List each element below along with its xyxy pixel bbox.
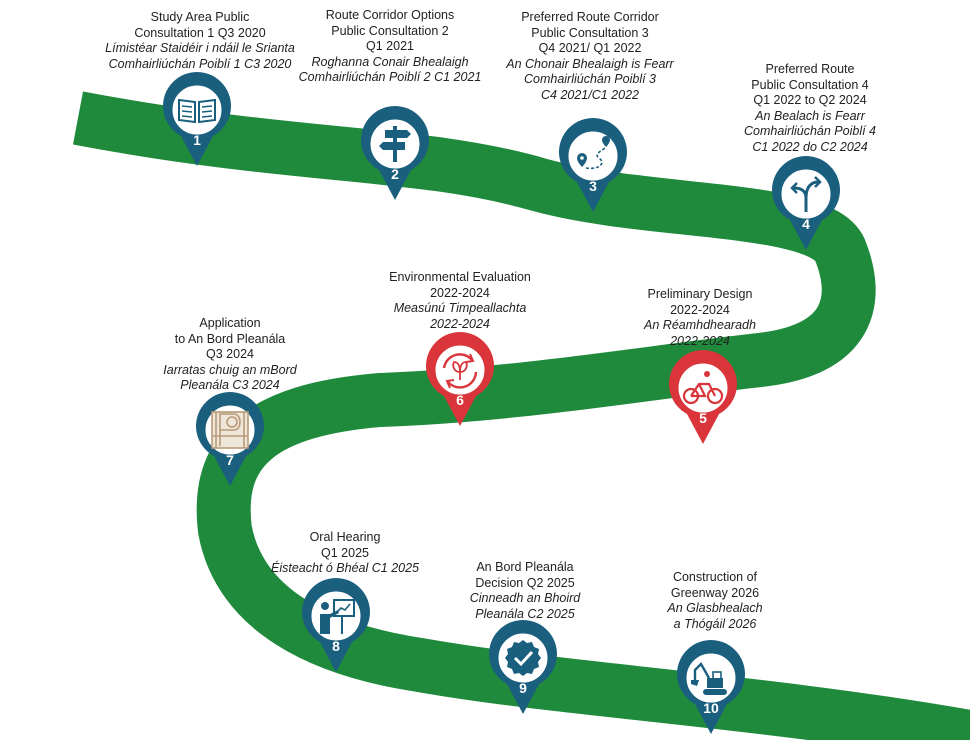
milestone-pin-6: 6	[420, 332, 500, 428]
milestone-pin-5: 5	[663, 350, 743, 446]
milestone-label-6: Environmental Evaluation 2022-2024 Measú…	[375, 270, 545, 332]
milestone-number: 6	[456, 392, 464, 408]
milestone-number: 10	[703, 700, 719, 716]
milestone-title-irish: An Bealach is Fearr Comhairliúchán Poibl…	[743, 108, 876, 154]
milestone-title: Construction of Greenway 2026	[670, 570, 760, 600]
bord-pleanala-logo-icon	[211, 411, 249, 449]
milestone-title-irish: Límistéar Staidéir i ndáil le Srianta Co…	[105, 41, 295, 71]
milestone-title: Study Area Public Consultation 1 Q3 2020	[134, 10, 266, 40]
milestone-number: 9	[519, 680, 527, 696]
milestone-title: Preliminary Design 2022-2024	[647, 287, 753, 317]
open-book-icon	[178, 98, 216, 124]
milestone-pin-3: 3	[553, 118, 633, 214]
milestone-label-2: Route Corridor Options Public Consultati…	[290, 8, 490, 86]
milestone-title: Preferred Route Public Consultation 4 Q1…	[751, 62, 869, 107]
milestone-pin-8: 8	[296, 578, 376, 674]
milestone-label-1: Study Area Public Consultation 1 Q3 2020…	[95, 10, 305, 72]
milestone-title: Preferred Route Corridor Public Consulta…	[521, 10, 659, 55]
milestone-label-8: Oral Hearing Q1 2025 Éisteacht ó Bhéal C…	[255, 530, 435, 577]
recycle-leaf-icon	[442, 353, 478, 389]
milestone-title-irish: Measúnú Timpeallachta 2022-2024	[393, 301, 527, 331]
milestone-number: 2	[391, 166, 399, 182]
signpost-icon	[379, 126, 411, 162]
milestone-title-irish: Cinneadh an Bhoird Pleanála C2 2025	[469, 591, 581, 621]
route-map-icon	[577, 136, 610, 170]
milestone-pin-2: 2	[355, 106, 435, 202]
milestone-label-9: An Bord Pleanála Decision Q2 2025 Cinnea…	[440, 560, 610, 622]
milestone-number: 1	[193, 132, 201, 148]
milestone-label-4: Preferred Route Public Consultation 4 Q1…	[730, 62, 890, 155]
milestone-number: 8	[332, 638, 340, 654]
cyclist-icon	[682, 371, 724, 405]
milestone-title: Application to An Bord Pleanála Q3 2024	[174, 316, 286, 361]
presenter-icon	[320, 599, 355, 634]
milestone-title-irish: An Chonair Bhealaigh is Fearr Comhairliú…	[506, 56, 674, 102]
milestone-title: Route Corridor Options Public Consultati…	[325, 8, 455, 53]
milestone-title-irish: An Réamhdhearadh 2022-2024	[644, 318, 756, 348]
split-arrows-icon	[790, 176, 822, 212]
milestone-title-irish: Éisteacht ó Bhéal C1 2025	[270, 561, 420, 575]
check-badge-icon	[505, 640, 541, 676]
milestone-title-irish: An Glasbhealach a Thógáil 2026	[667, 601, 763, 631]
milestone-label-10: Construction of Greenway 2026 An Glasbhe…	[640, 570, 790, 632]
milestone-pin-4: 4	[766, 156, 846, 252]
excavator-icon	[691, 662, 727, 695]
milestone-number: 4	[802, 216, 810, 232]
milestone-title: An Bord Pleanála Decision Q2 2025	[475, 560, 575, 590]
milestone-title-irish: Iarratas chuig an mBord Pleanála C3 2024	[163, 362, 297, 393]
milestone-number: 3	[589, 178, 597, 194]
milestone-number: 5	[699, 410, 707, 426]
milestone-title: Environmental Evaluation 2022-2024	[389, 270, 531, 300]
milestone-pin-7: 7	[190, 392, 270, 488]
milestone-number: 7	[226, 452, 234, 468]
milestone-pin-9: 9	[483, 620, 563, 716]
milestone-pin-10: 10	[671, 640, 751, 736]
milestone-label-7: Application to An Bord Pleanála Q3 2024 …	[140, 316, 320, 394]
milestone-pin-1: 1	[157, 72, 237, 168]
milestone-label-3: Preferred Route Corridor Public Consulta…	[490, 10, 690, 103]
milestone-title-irish: Roghanna Conair Bhealaigh Comhairliúchán…	[298, 54, 482, 85]
milestone-label-5: Preliminary Design 2022-2024 An Réamhdhe…	[615, 287, 785, 349]
milestone-title: Oral Hearing Q1 2025	[309, 530, 381, 560]
